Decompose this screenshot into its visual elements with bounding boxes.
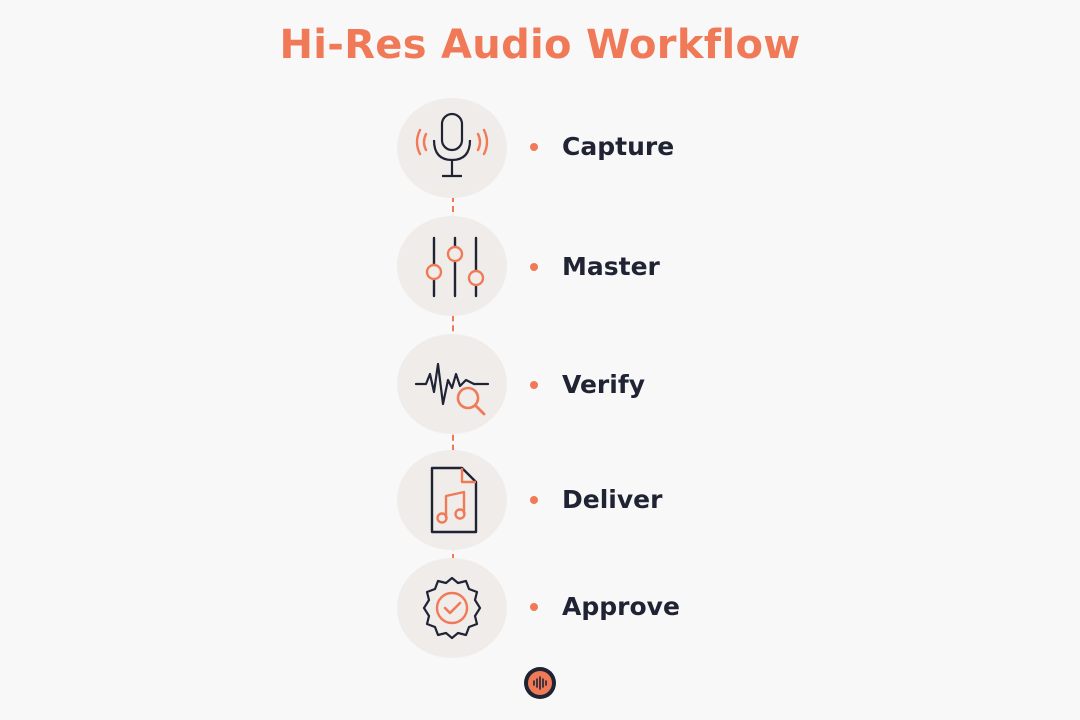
waveform-search-icon: [414, 362, 490, 416]
bullet-dot: [530, 381, 538, 389]
bullet-dot: [530, 496, 538, 504]
bullet-dot: [530, 263, 538, 271]
bullet-dot: [530, 143, 538, 151]
step-icon-circle: [397, 98, 507, 198]
mixer-sliders-icon: [425, 236, 485, 298]
step-icon-circle: [397, 334, 507, 434]
step-label-capture: Capture: [562, 132, 675, 161]
step-approve: [393, 558, 511, 658]
step-label-verify: Verify: [562, 370, 646, 399]
audio-wave-logo-icon: [533, 676, 547, 690]
microphone-icon: [415, 112, 489, 178]
check-badge-icon: [422, 576, 482, 640]
step-label-deliver: Deliver: [562, 485, 663, 514]
step-label-master: Master: [562, 252, 660, 281]
step-icon-circle: [397, 558, 507, 658]
step-verify: [393, 334, 511, 434]
page-title: Hi-Res Audio Workflow: [279, 22, 801, 68]
step-label-approve: Approve: [562, 592, 680, 621]
step-icon-circle: [397, 450, 507, 550]
step-master: [393, 216, 511, 316]
step-capture: [393, 98, 511, 198]
step-deliver: [393, 450, 511, 550]
bullet-dot: [530, 603, 538, 611]
music-file-icon: [430, 466, 478, 534]
footer-logo: [524, 667, 556, 699]
step-icon-circle: [397, 216, 507, 316]
